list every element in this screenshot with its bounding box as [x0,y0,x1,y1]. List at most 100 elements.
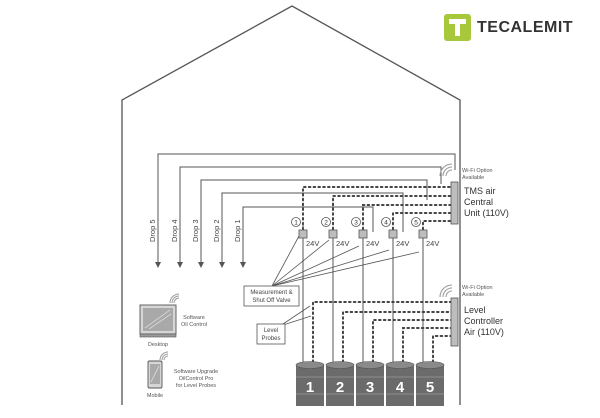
tms-unit-line3: Unit (110V) [464,208,509,218]
level-controller: Wi-Fi Option Available Level Controller … [439,284,504,347]
wifi-icon [159,351,169,361]
controller-line1: Level [464,305,486,315]
drum-lid [325,361,355,369]
tms-unit-box [450,181,459,225]
mobile-device: Mobile Software Upgrade OilControl Pro f… [147,351,218,399]
drum-number: 2 [336,379,344,396]
controller-wifi-line2: Available [462,292,484,298]
level-controller-box [450,297,459,347]
drum-body [386,365,414,406]
wifi-icon [439,284,453,298]
valve-number: 3 [354,220,358,227]
oil-drum: 3 [355,361,385,406]
wifi-icon [169,293,180,304]
drop-label: Drop 5 [148,219,157,242]
desktop-device: Desktop Software Oil Control [139,293,207,348]
valve-number: 5 [414,220,418,227]
drum-body [356,365,384,406]
tms-wifi-line1: Wi-Fi Option [462,168,493,174]
drum-lid [385,361,415,369]
controller-line3: Air (110V) [464,327,504,337]
valve-number: 1 [294,220,298,227]
drop-pipes [157,153,456,262]
drop-2-pipe [221,192,404,262]
valve-number: 2 [324,220,328,227]
drop-label: Drop 1 [233,219,242,242]
measurement-callout: Measurement & Shut Off Valve [243,285,300,307]
controller-line2: Controller [464,316,503,326]
drum-number: 4 [396,379,405,396]
monitor-icon [139,304,177,338]
valve-number: 4 [384,220,388,227]
probes-callout-lines [279,305,312,327]
drop-5-pipe [157,153,456,262]
oil-drum: 4 [385,361,415,406]
drop-4-pipe [179,166,442,262]
brand-name: TECALEMIT [477,18,574,36]
drop-label: Drop 2 [212,219,221,242]
valve-voltage: 24V [306,239,319,248]
building-outline [121,5,461,405]
measurement-callout-line1: Measurement & [250,290,292,296]
drop-1-pipe [242,206,374,262]
drum-lid [355,361,385,369]
tms-signal-lines [302,186,453,235]
oil-drum: 5 [415,361,445,406]
mobile-software-line1: Software Upgrade [174,369,218,375]
probes-callout-line2: Probes [261,336,280,342]
tms-central-unit: Wi-Fi Option Available TMS air Central U… [439,163,509,225]
mobile-icon [147,360,163,389]
mobile-software-line2: OilControl Pro [179,376,214,382]
drum-number: 5 [426,379,434,396]
probes-callout: Level Probes [256,323,286,345]
probe-signal-lines [312,301,453,363]
probes-callout-line1: Level [264,328,278,334]
valve-voltage: 24V [426,239,439,248]
valve-3: 3 24V [351,217,379,248]
tms-unit-line1: TMS air [464,186,496,196]
drop-label: Drop 3 [191,219,200,242]
brand-logo: TECALEMIT [444,14,573,41]
controller-wifi-line1: Wi-Fi Option [462,285,493,291]
desktop-label: Desktop [148,342,168,348]
mobile-software-line3: for Level Probes [176,383,216,389]
drum-body [326,365,354,406]
valve-5: 5 24V [411,217,439,248]
valve-to-drum-pipes [302,238,424,362]
wifi-icon [439,163,453,177]
valve-4: 4 24V [381,217,409,248]
oil-drum: 2 [325,361,355,406]
drop-5-arrow [155,262,161,268]
valves: 1 24V 2 24V 3 24V 4 24V [291,217,439,248]
drop-arrows [155,262,246,268]
desktop-software-line2: Oil Control [181,322,207,328]
drop-1-arrow [240,262,246,268]
valve-1: 1 24V [291,217,319,248]
drop-4-arrow [177,262,183,268]
valve-voltage: 24V [336,239,349,248]
tms-unit-line2: Central [464,197,493,207]
measurement-callout-lines [271,235,420,287]
drum-lid [415,361,445,369]
oil-drums: 1 2 3 4 5 [295,361,445,406]
tms-wifi-line2: Available [462,175,484,181]
valve-2: 2 24V [321,217,349,248]
drum-lid [295,361,325,369]
drum-body [296,365,324,406]
drop-3-arrow [198,262,204,268]
mobile-label: Mobile [147,393,163,399]
drum-number: 1 [306,379,314,396]
tecalemit-logo-icon [444,14,471,41]
oil-drum: 1 [295,361,325,406]
measurement-callout-line2: Shut Off Valve [252,298,291,304]
drop-3-pipe [200,179,428,262]
drop-2-arrow [219,262,225,268]
drum-body [416,365,444,406]
drum-number: 3 [366,379,374,396]
valve-voltage: 24V [396,239,409,248]
valve-voltage: 24V [366,239,379,248]
desktop-software-line1: Software [183,315,205,321]
drop-label: Drop 4 [170,219,179,242]
